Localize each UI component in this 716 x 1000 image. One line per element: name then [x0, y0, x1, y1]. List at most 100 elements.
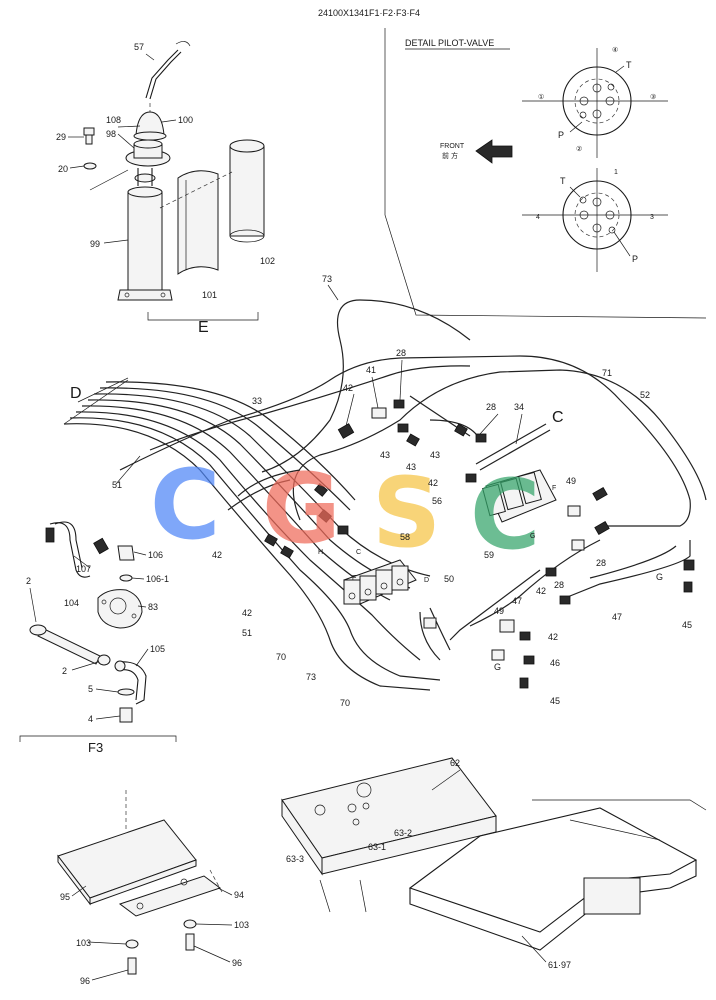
oring-5	[117, 688, 135, 696]
label-2-top: 2	[26, 576, 31, 586]
clamp-2-lower	[97, 654, 111, 666]
svg-text:D: D	[424, 577, 429, 584]
port-t-label-2: T	[560, 176, 566, 186]
fitting-4	[119, 707, 133, 723]
label-47-a: 47	[512, 596, 522, 606]
label-61-97: 61·97	[548, 960, 571, 970]
label-58: 58	[400, 532, 410, 542]
label-70-a: 70	[276, 652, 286, 662]
watermark: C G S C	[150, 449, 540, 571]
label-63-2: 63-2	[394, 828, 412, 838]
clamp-2-upper	[29, 624, 47, 636]
washer-20	[83, 162, 97, 170]
label-45-right: 45	[682, 620, 692, 630]
bracket-94	[118, 875, 222, 917]
port-t-label: T	[626, 60, 632, 70]
svg-text:①: ①	[538, 93, 544, 101]
watermark-letter-g: G	[262, 453, 341, 565]
label-105: 105	[150, 644, 165, 654]
label-59: 59	[484, 550, 494, 560]
section-e-label: E	[198, 319, 209, 336]
label-45-bottom: 45	[550, 696, 560, 706]
watermark-letter-c1: C	[150, 449, 220, 561]
section-d-label: D	[70, 385, 82, 402]
label-g-bottom: G	[494, 662, 501, 672]
hose-104	[37, 627, 101, 665]
label-28-lower: 28	[554, 580, 564, 590]
label-103-right: 103	[234, 920, 249, 930]
label-49-a: 49	[494, 606, 504, 616]
panel-assembly	[57, 790, 223, 975]
detail-title: DETAIL PILOT-VALVE	[405, 38, 494, 48]
svg-text:④: ④	[612, 46, 618, 54]
lever-rod	[145, 49, 179, 99]
label-43-b: 43	[406, 462, 416, 472]
frame-61-97	[408, 807, 698, 933]
pilot-valve-top-view: T P ④ ① ③ ②	[522, 46, 668, 158]
label-106-1: 106-1	[146, 574, 169, 584]
label-49-b: 49	[566, 476, 576, 486]
label-107: 107	[76, 564, 91, 574]
pilot-valve-bottom-view: T P 1 4 3	[522, 168, 668, 272]
label-42-left: 42	[242, 608, 252, 618]
label-42-top: 42	[343, 383, 353, 393]
label-43-a: 43	[380, 450, 390, 460]
label-94: 94	[234, 890, 244, 900]
front-arrow: FRONT 前 方	[440, 139, 513, 164]
label-70-b: 70	[340, 698, 350, 708]
column-99	[127, 191, 163, 291]
label-96-left: 96	[80, 976, 90, 986]
leader-lines	[29, 53, 547, 981]
pump-83	[97, 589, 143, 629]
bolt-96-left	[127, 957, 137, 975]
label-101: 101	[202, 290, 217, 300]
label-42-right-lower: 42	[548, 632, 558, 642]
port-p-label: P	[558, 130, 564, 140]
label-46: 46	[550, 658, 560, 668]
label-104: 104	[64, 598, 79, 608]
svg-text:FRONT: FRONT	[440, 143, 465, 150]
label-63-3: 63-3	[286, 854, 304, 864]
label-102: 102	[260, 256, 275, 266]
label-4: 4	[88, 714, 93, 724]
detail-border	[384, 28, 707, 319]
label-47-b: 47	[612, 612, 622, 622]
watermark-letter-s: S	[372, 457, 441, 569]
section-d: D	[63, 299, 707, 691]
label-96-right: 96	[232, 958, 242, 968]
svg-text:4: 4	[536, 214, 540, 221]
label-73-top: 73	[322, 274, 332, 284]
svg-text:前 方: 前 方	[442, 151, 458, 160]
sleeve-102	[229, 145, 265, 237]
label-103-left: 103	[76, 938, 91, 948]
label-28-top: 28	[396, 348, 406, 358]
label-83: 83	[148, 602, 158, 612]
label-52: 52	[640, 390, 650, 400]
rubber-boot	[135, 111, 165, 136]
part-labels: 57 108 100 29 98 20 99 101 102 73 28 41 …	[26, 42, 692, 986]
pilot-valve-block-59	[475, 423, 557, 523]
cover-101	[177, 170, 219, 275]
washer-103-right	[183, 919, 197, 929]
label-51-top: 51	[112, 480, 122, 490]
label-73-bottom: 73	[306, 672, 316, 682]
svg-text:G: G	[530, 533, 535, 540]
hose-107	[49, 522, 91, 578]
pilot-valve-detail: DETAIL PILOT-VALVE T P ④ ① ③ ② FRONT 前	[384, 28, 707, 319]
svg-text:②: ②	[576, 145, 582, 153]
label-41: 41	[366, 365, 376, 375]
label-71: 71	[602, 368, 612, 378]
label-62: 62	[450, 758, 460, 768]
label-63-1: 63-1	[368, 842, 386, 852]
label-98: 98	[106, 129, 116, 139]
label-42-left-upper: 42	[212, 550, 222, 560]
label-108: 108	[106, 115, 121, 125]
svg-text:F: F	[552, 485, 556, 492]
section-e: E	[83, 41, 265, 336]
svg-text:H: H	[318, 549, 323, 556]
label-106: 106	[148, 550, 163, 560]
oring-106-1	[119, 574, 133, 582]
svg-text:3: 3	[650, 214, 654, 221]
svg-text:1: 1	[614, 169, 618, 176]
